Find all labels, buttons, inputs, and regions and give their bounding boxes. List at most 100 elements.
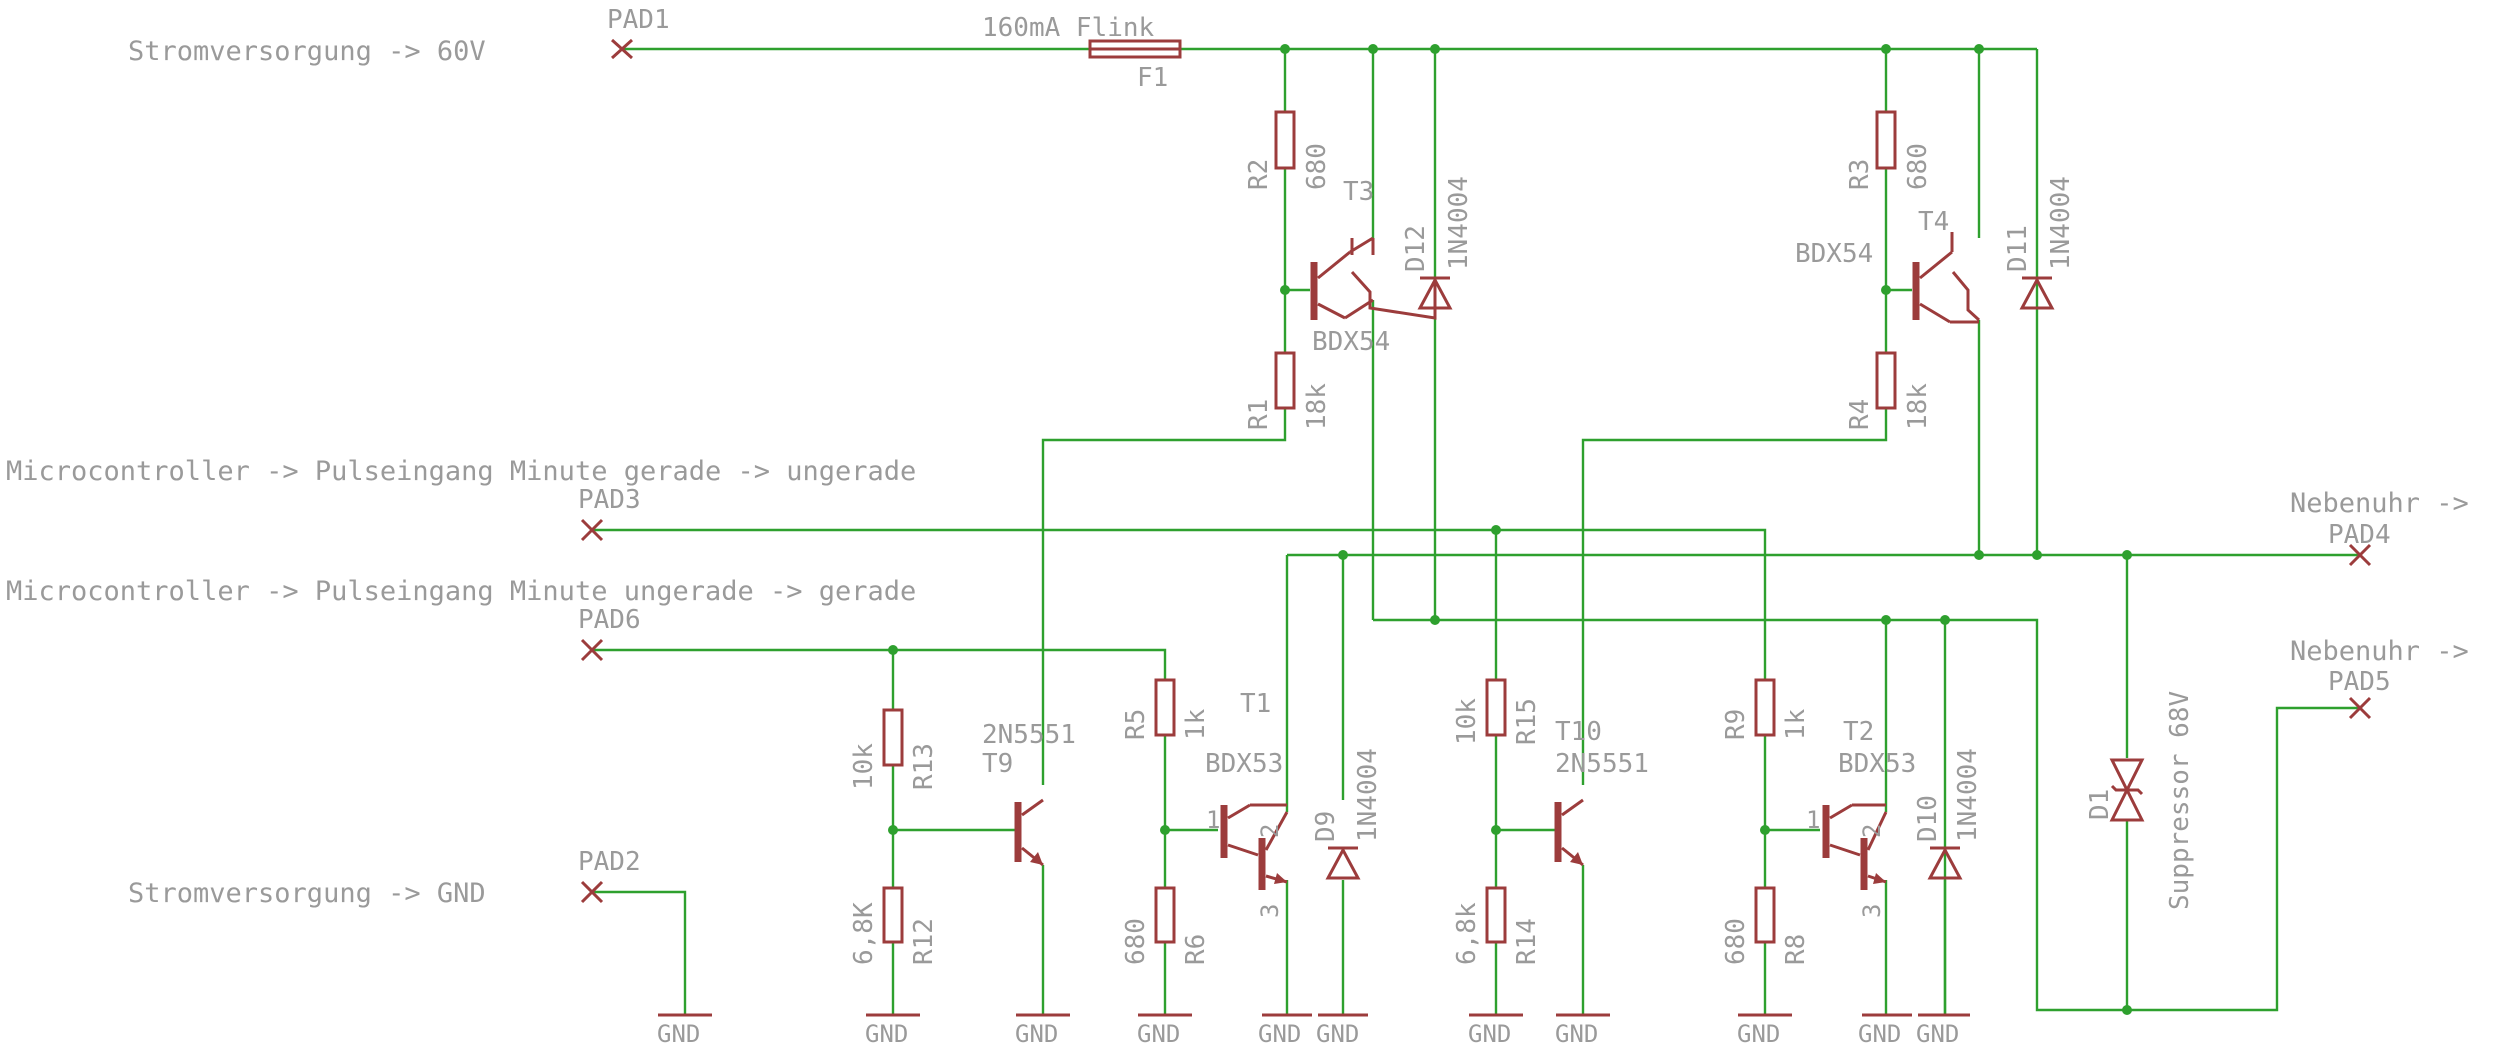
r14-value: 6,8k [1452, 902, 1482, 965]
t2-name: T2 [1843, 717, 1874, 747]
d9-name: D9 [1311, 811, 1341, 842]
t4-value: BDX54 [1795, 239, 1873, 269]
r13-name: R13 [909, 743, 939, 790]
r4-name: R4 [1845, 399, 1875, 430]
wires [592, 47, 2360, 1015]
gnd-label: GND [1737, 1020, 1780, 1048]
resistors [882, 110, 1897, 944]
resistor-r9 [1754, 678, 1776, 737]
pad6-label: PAD6 [578, 605, 641, 635]
d10-value: 1N4004 [1953, 748, 1983, 842]
fuse-name: F1 [1137, 63, 1168, 93]
t1-pin-collector: 2 [1256, 824, 1284, 838]
t2-pin-base: 1 [1806, 806, 1820, 834]
junctions [888, 44, 2132, 1015]
resistor-r5 [1154, 678, 1176, 737]
micro-even-label: Microcontroller -> Pulseingang Minute ge… [6, 456, 916, 487]
nebenuhr-b-label: Nebenuhr -> [2290, 636, 2469, 667]
gnd-label: GND [1858, 1020, 1901, 1048]
transistor-t10 [1554, 798, 1584, 867]
resistor-r14 [1485, 886, 1507, 944]
diode-d12 [1417, 276, 1453, 310]
r4-value: 18k [1903, 383, 1933, 430]
r13-value: 10k [849, 743, 879, 790]
r12-value: 6,8K [849, 902, 879, 965]
d11-name: D11 [2003, 225, 2033, 272]
transistor-t9 [1014, 798, 1044, 867]
resistor-r4 [1875, 351, 1897, 410]
r8-name: R8 [1781, 934, 1811, 965]
resistor-r6 [1154, 886, 1176, 944]
t2-pin-emitter: 3 [1858, 904, 1886, 918]
r6-value: 680 [1121, 918, 1151, 965]
pad1-label: PAD1 [607, 5, 670, 35]
pad-marks [580, 38, 2372, 904]
gnd-label: GND [1015, 1020, 1058, 1048]
r1-value: 18k [1302, 383, 1332, 430]
r12-name: R12 [909, 918, 939, 965]
t3-value: BDX54 [1312, 327, 1390, 357]
t1-value: BDX53 [1205, 749, 1283, 779]
r15-value: 10k [1452, 698, 1482, 745]
r15-name: R15 [1512, 698, 1542, 745]
t4-name: T4 [1918, 207, 1949, 237]
nebenuhr-a-label: Nebenuhr -> [2290, 488, 2469, 519]
t9-name: T9 [982, 749, 1013, 779]
r1-name: R1 [1244, 399, 1274, 430]
gnd-label: GND [1258, 1020, 1301, 1048]
diodes [1325, 276, 2145, 880]
t10-value: 2N5551 [1555, 749, 1649, 779]
diode-d11 [2019, 276, 2055, 310]
transistors [1014, 232, 1981, 890]
r5-name: R5 [1121, 709, 1151, 740]
pad4-label: PAD4 [2328, 520, 2391, 550]
t1-pin-base: 1 [1206, 806, 1220, 834]
pad2-label: PAD2 [578, 847, 641, 877]
r9-name: R9 [1721, 709, 1751, 740]
r6-name: R6 [1181, 934, 1211, 965]
gnd-label: GND [1468, 1020, 1511, 1048]
d1-name: D1 [2085, 789, 2115, 820]
pad5-label: PAD5 [2328, 667, 2391, 697]
resistor-r15 [1485, 678, 1507, 737]
r3-name: R3 [1845, 159, 1875, 190]
diode-d1-suppressor [2109, 758, 2145, 822]
resistor-r13 [882, 708, 904, 767]
gnd-label: GND [1916, 1020, 1959, 1048]
r5-value: 1k [1181, 708, 1211, 740]
d10-name: D10 [1913, 795, 1943, 842]
r9-value: 1k [1781, 708, 1811, 740]
d1-value: Suppressor 68V [2165, 691, 2195, 910]
d12-name: D12 [1401, 225, 1431, 272]
resistor-r3 [1875, 110, 1897, 170]
transistor-t3 [1310, 236, 1437, 320]
resistor-r2 [1274, 110, 1296, 170]
r2-value: 680 [1302, 143, 1332, 190]
transistor-t4 [1912, 232, 1981, 324]
transistor-t1 [1220, 803, 1289, 890]
r8-value: 680 [1721, 918, 1751, 965]
power-input-label: Stromversorgung -> 60V [128, 36, 486, 67]
diode-d9 [1325, 846, 1361, 880]
r14-name: R14 [1512, 918, 1542, 965]
diode-d10 [1927, 846, 1963, 880]
fuse-f1 [1088, 39, 1182, 59]
r3-value: 680 [1903, 143, 1933, 190]
fuse-value: 160mA Flink [982, 13, 1155, 43]
resistor-r8 [1754, 886, 1776, 944]
pad3-label: PAD3 [578, 485, 641, 515]
t9-value: 2N5551 [982, 720, 1076, 750]
gnd-label: GND [865, 1020, 908, 1048]
t10-name: T10 [1555, 717, 1602, 747]
t1-name: T1 [1240, 689, 1271, 719]
micro-odd-label: Microcontroller -> Pulseingang Minute un… [6, 576, 916, 607]
d12-value: 1N4004 [1444, 176, 1474, 270]
t3-name: T3 [1343, 177, 1374, 207]
transistor-t2 [1822, 803, 1888, 890]
gnd-input-label: Stromversorgung -> GND [128, 878, 486, 909]
t2-value: BDX53 [1838, 749, 1916, 779]
gnd-label: GND [657, 1020, 700, 1048]
resistor-r1 [1274, 351, 1296, 410]
d9-value: 1N4004 [1353, 748, 1383, 842]
